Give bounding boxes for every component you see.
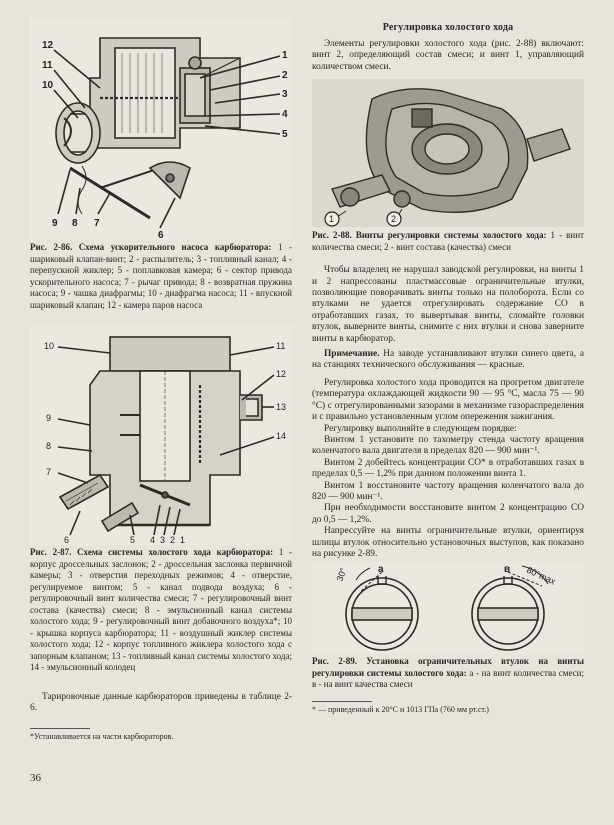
step-3: Винтом 1 восстановите частоту вращения к… [312,480,584,502]
note-paragraph: Примечание. На заводе устанавливают втул… [312,349,584,372]
fig86-label-12: 12 [42,40,54,51]
figure-2-89: a в 30° 80°max [312,562,584,655]
fig87-label-13: 13 [276,402,286,412]
fig88-label-2: 2 [391,214,396,224]
paragraph-order: Регулировку выполняйте в следующем поряд… [324,423,517,434]
fig86-caption-title: Рис. 2-86. Схема ускорительного насоса к… [30,242,272,252]
step-5: Напрессуйте на винты ограничительные вту… [312,526,584,559]
fig86-label-10: 10 [42,80,54,91]
fig87-label-5: 5 [130,535,135,545]
fig89-caption-text: а - на винт количества смеси; в - на вин… [312,667,584,690]
fig87-label-14: 14 [276,431,286,441]
fig86-caption-text: 1 - шариковый клапан-винт; 2 - распылите… [30,242,292,310]
fig87-caption-title: Рис. 2-87. Схема системы холостого хода … [30,547,274,557]
fig86-label-5: 5 [282,129,288,140]
figure-2-86: 12 11 10 1 2 3 4 5 9 8 7 6 [30,18,292,240]
section-heading: Регулировка холостого хода [382,22,514,33]
fig86-label-3: 3 [282,89,288,100]
idle-system-diagram: 10 9 8 7 11 12 13 14 6 5 4 3 2 1 [44,336,286,545]
fig88-caption-text: 1 - винт количества смеси; 2 - винт сост… [312,230,584,252]
fig86-label-2: 2 [282,70,288,81]
fig86-label-4: 4 [282,109,288,120]
paragraph-sleeves: Чтобы владелец не нарушал заводской регу… [312,265,584,344]
right-footnote: * — приведенный к 20°С и 1013 ГПа (760 м… [312,704,489,714]
fig87-label-3: 3 [160,535,165,545]
intro-paragraph: Элементы регулировки холостого хода (рис… [312,39,584,72]
step-1: Винтом 1 установите по тахометру стенда … [312,434,584,457]
paragraph-conditions: Регулировка холостого хода проводится на… [312,377,584,423]
calibration-paragraph: Тарировочные данные карбюраторов приведе… [30,691,292,713]
figure-2-87: 10 9 8 7 11 12 13 14 6 5 4 3 2 1 [30,325,292,545]
fig86-label-9: 9 [52,218,58,229]
left-column: 12 11 10 1 2 3 4 5 9 8 7 6 Рис. 2-86. Сх… [30,18,292,742]
accelerator-pump-diagram: 12 11 10 1 2 3 4 5 9 8 7 6 [42,37,288,240]
figure-2-88: 1 2 [312,79,584,228]
fig89-label-a: a [378,564,384,575]
left-footnote: *Устанавливается на части карбюраторов. [30,732,174,742]
fig89-caption-title: Рис. 2-89. Установка ограничительных вту… [312,656,584,678]
fig88-label-1: 1 [329,214,334,224]
fig89-caption: Рис. 2-89. Установка ограничительных вту… [312,656,584,691]
right-column: Регулировка холостого хода Элементы регу… [312,18,584,715]
fig87-label-6: 6 [64,535,69,545]
fig89-angle-b: 80°max [525,565,557,587]
sleeve-installation-diagram: a в 30° 80°max [334,564,558,652]
fig87-label-10: 10 [44,341,54,351]
fig87-label-1: 1 [180,535,185,545]
fig87-label-4: 4 [150,535,155,545]
fig87-caption-text: 1 - корпус дроссельных заслонок; 2 - дро… [30,547,293,672]
footnote-rule [30,728,90,730]
fig86-label-6: 6 [158,230,164,240]
fig87-label-12: 12 [276,369,286,379]
right-footnote-rule [312,700,372,702]
idle-screws-photo: 1 2 [312,79,584,228]
note-text: На заводе устанавливают втулки синего цв… [312,349,584,371]
fig89-angle-a: 30° [334,566,348,583]
note-label: Примечание. [324,349,380,360]
fig89-label-b: в [504,564,510,575]
step-4: При необходимости восстановите винтом 2 … [312,503,584,525]
fig88-marker-1 [324,211,340,227]
page-number: 36 [30,772,41,784]
fig87-label-8: 8 [46,441,51,451]
fig88-marker-2 [386,211,402,227]
fig87-caption: Рис. 2-87. Схема системы холостого хода … [30,547,292,674]
fig87-label-9: 9 [46,413,51,423]
fig87-label-7: 7 [46,467,51,477]
fig86-label-7: 7 [94,218,100,229]
fig87-label-2: 2 [170,535,175,545]
fig86-label-11: 11 [42,60,53,71]
fig86-label-1: 1 [282,50,288,61]
fig86-caption: Рис. 2-86. Схема ускорительного насоса к… [30,242,292,311]
fig87-label-11: 11 [276,341,285,351]
step-2: Винтом 2 добейтесь концентрации CO* в от… [312,457,584,480]
fig86-label-8: 8 [72,218,78,229]
fig88-caption: Рис. 2-88. Винты регулировки системы хол… [312,230,584,253]
fig88-caption-title: Рис. 2-88. Винты регулировки системы хол… [312,230,547,241]
